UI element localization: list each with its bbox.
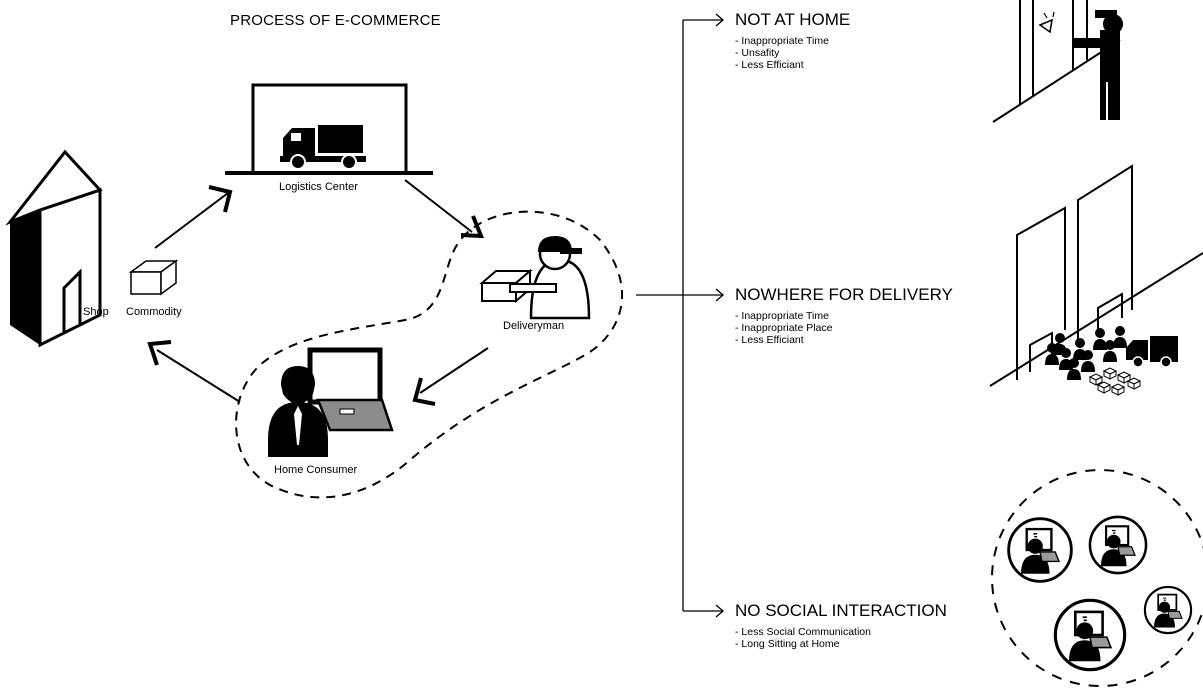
logistics-center-icon (225, 83, 433, 175)
shop-label: Shop (83, 306, 109, 318)
home-consumer-icon (268, 347, 394, 457)
no-social-interaction-illustration (991, 469, 1203, 687)
commodity-label: Commodity (126, 306, 182, 318)
problem-heading: NO SOCIAL INTERACTION (735, 601, 947, 620)
problem-item: - Less Efficiant (735, 58, 804, 71)
diagram-title: PROCESS OF E-COMMERCE (230, 12, 441, 29)
commodity-box-icon (128, 259, 179, 296)
problem-item: - Inappropriate Time (735, 309, 829, 322)
problem-heading: NOT AT HOME (735, 10, 851, 29)
problem-no-social-interaction: NO SOCIAL INTERACTION - Less Social Comm… (735, 601, 947, 650)
problem-item: - Long Sitting at Home (735, 637, 840, 650)
home-consumer-label: Home Consumer (274, 464, 358, 476)
process-arrows (147, 179, 489, 406)
shop-building-icon (5, 149, 103, 348)
deliveryman-icon (479, 236, 591, 320)
problem-nowhere-for-delivery: NOWHERE FOR DELIVERY - Inappropriate Tim… (735, 285, 953, 346)
not-at-home-illustration (992, 0, 1123, 123)
problem-heading: NOWHERE FOR DELIVERY (735, 285, 953, 304)
deliveryman-label: Deliveryman (503, 320, 565, 332)
nowhere-for-delivery-illustration (989, 164, 1203, 396)
logistics-center-label: Logistics Center (279, 181, 358, 193)
problem-item: - Less Social Communication (735, 625, 871, 638)
problem-item: - Less Efficiant (735, 333, 804, 346)
delivery-zone-outline (235, 210, 624, 499)
problem-not-at-home: NOT AT HOME - Inappropriate Time - Unsaf… (735, 10, 850, 71)
problem-item: - Inappropriate Time (735, 34, 829, 47)
problem-item: - Unsafity (735, 46, 780, 59)
branch-connector (636, 13, 724, 618)
problem-item: - Inappropriate Place (735, 321, 833, 334)
